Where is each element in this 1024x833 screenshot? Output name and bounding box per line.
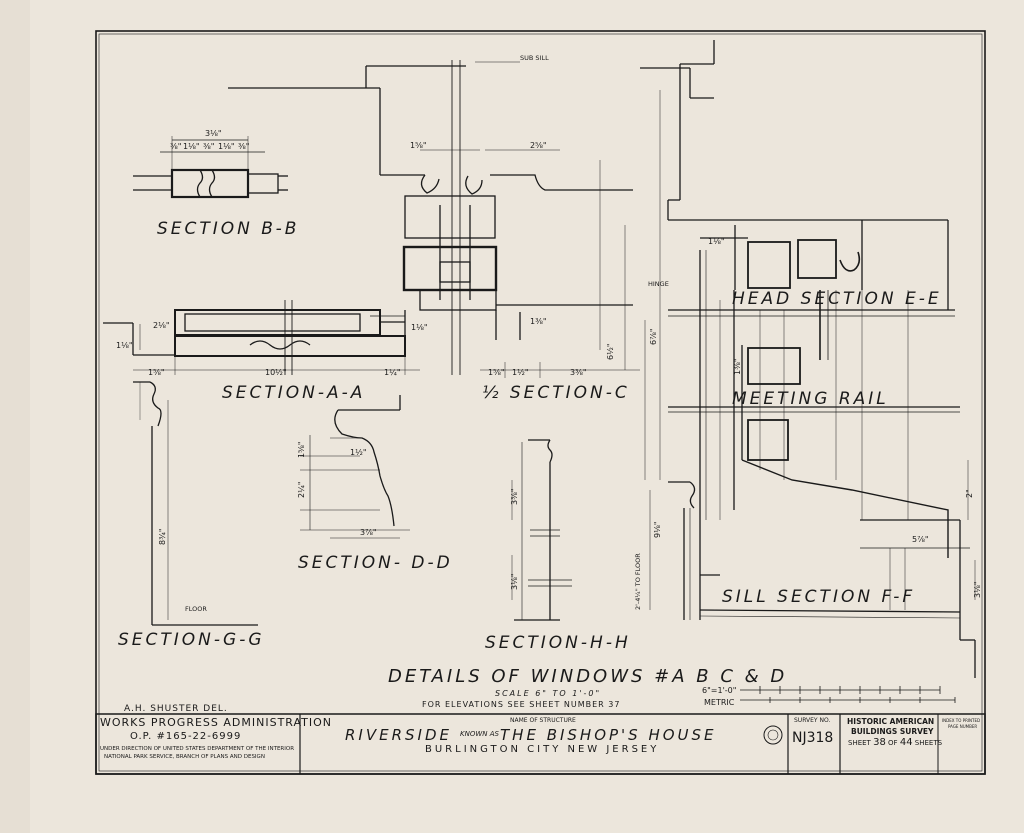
tb-index-1: INDEX TO PRINTED bbox=[942, 718, 980, 723]
to-floor-note: 2'-4¼" TO FLOOR bbox=[634, 553, 642, 610]
dim-aa-d: 1¼" bbox=[384, 368, 401, 377]
drawing-title: DETAILS OF WINDOWS #A B C & D bbox=[388, 666, 787, 687]
hinge-note: HINGE bbox=[648, 280, 669, 288]
dim-ee-b: 6⅞" bbox=[649, 328, 658, 345]
tb-survey-caption: SURVEY NO. bbox=[794, 717, 830, 724]
tb-structure-name-a: RIVERSIDE bbox=[345, 726, 452, 744]
dim-bb-sub-2: 1⅛" bbox=[183, 142, 200, 151]
dim-dd-d: 1⅝" bbox=[297, 441, 306, 458]
dim-aa-e: 1⅛" bbox=[411, 323, 428, 332]
section-gg-drawing bbox=[133, 381, 258, 626]
section-aa-label: SECTION-A-A bbox=[222, 383, 365, 403]
section-ee-label: HEAD SECTION E-E bbox=[732, 289, 942, 309]
section-hh-label: SECTION-H-H bbox=[485, 633, 631, 653]
dim-c-mid: 2⅝" bbox=[530, 141, 547, 150]
dim-dd-c: 2¼" bbox=[297, 481, 306, 498]
dim-c-top: 1⅝" bbox=[410, 141, 427, 150]
tb-structure-caption: NAME OF STRUCTURE bbox=[510, 717, 576, 724]
tb-direction-1: UNDER DIRECTION OF UNITED STATES DEPARTM… bbox=[100, 746, 294, 752]
sub-sill-note: SUB SILL bbox=[520, 54, 549, 62]
meeting-rail-label: MEETING RAIL bbox=[732, 389, 889, 409]
tb-direction-2: NATIONAL PARK SERVICE, BRANCH OF PLANS A… bbox=[104, 754, 265, 760]
tb-sheet-of: OF bbox=[888, 739, 898, 747]
section-c-upper-drawing bbox=[228, 60, 633, 375]
delineator: A.H. SHUSTER DEL. bbox=[124, 704, 228, 714]
dim-bb-sub-4: 1⅛" bbox=[218, 142, 235, 151]
section-hh-drawing bbox=[511, 439, 572, 621]
dim-hh-a: 3⅜" bbox=[510, 488, 519, 505]
dim-dd-b: 3⅞" bbox=[360, 528, 377, 537]
drawing-inner-border bbox=[98, 33, 983, 772]
drawing-scale: SCALE 6" TO 1'-0" bbox=[495, 689, 601, 698]
tb-survey-no: NJ318 bbox=[792, 730, 833, 746]
dim-ff-d: 9⅛" bbox=[653, 521, 662, 538]
dim-ee-a: 1⅛" bbox=[708, 237, 725, 246]
tb-habs-1: HISTORIC AMERICAN bbox=[847, 717, 934, 726]
seal-icon bbox=[763, 725, 783, 745]
dim-ee-c: 1⅜" bbox=[733, 358, 742, 375]
section-gg-label: SECTION-G-G bbox=[118, 630, 265, 650]
dim-ff-c: 3⅛" bbox=[973, 581, 982, 598]
tb-structure-known: KNOWN AS bbox=[460, 730, 500, 738]
section-dd-label: SECTION- D-D bbox=[298, 553, 453, 573]
section-bb-drawing bbox=[133, 136, 288, 199]
tb-sheet-total: 44 bbox=[900, 737, 913, 748]
paper-edge-shading bbox=[0, 0, 30, 833]
scale-metric-label: METRIC bbox=[704, 698, 735, 707]
dim-gg: 8¾" bbox=[158, 528, 167, 545]
tb-sheet-line: SHEET 38 OF 44 SHEETS bbox=[848, 737, 943, 748]
dim-aa-left: 2⅛" bbox=[153, 321, 170, 330]
tb-project-no: O.P. #165-22-6999 bbox=[130, 731, 241, 742]
dim-c-e: 6½" bbox=[606, 343, 615, 360]
section-ff-label: SILL SECTION F-F bbox=[722, 587, 915, 607]
dim-dd-a: 1½" bbox=[350, 448, 367, 457]
title-block: WORKS PROGRESS ADMINISTRATION O.P. #165-… bbox=[95, 713, 986, 775]
dim-bb-top: 3⅛" bbox=[205, 129, 222, 138]
dim-aa-a: 1⅛" bbox=[116, 341, 133, 350]
section-c-lower-drawing bbox=[480, 225, 640, 378]
tb-agency: WORKS PROGRESS ADMINISTRATION bbox=[100, 716, 332, 729]
dim-c-b: 1½" bbox=[512, 368, 529, 377]
dim-c-c: 3⅜" bbox=[570, 368, 587, 377]
tb-sheet-no: 38 bbox=[873, 737, 886, 748]
dim-hh-b: 3⅛" bbox=[510, 573, 519, 590]
section-dd-drawing bbox=[300, 395, 410, 539]
dim-aa-b: 1⅝" bbox=[148, 368, 165, 377]
dim-ff-b: 2" bbox=[965, 489, 974, 498]
dim-ff-a: 5⅞" bbox=[912, 535, 929, 544]
floor-note: FLOOR bbox=[185, 605, 207, 613]
dim-bb-sub-5: ⅜" bbox=[238, 142, 249, 151]
section-ee-ff-drawing bbox=[640, 40, 976, 678]
scale-imperial-label: 6"=1'-0" bbox=[702, 686, 736, 695]
tb-sheet-prefix: SHEET bbox=[848, 739, 872, 747]
graphic-scale: 6"=1'-0" METRIC bbox=[702, 686, 956, 707]
tb-location: BURLINGTON CITY NEW JERSEY bbox=[425, 744, 659, 755]
elevations-note: FOR ELEVATIONS SEE SHEET NUMBER 37 bbox=[422, 700, 620, 709]
tb-sheet-suffix: SHEETS bbox=[915, 739, 943, 747]
section-aa-drawing bbox=[103, 300, 420, 375]
tb-structure-name-b: THE BISHOP'S HOUSE bbox=[500, 726, 717, 744]
seal-inner-icon bbox=[767, 729, 779, 741]
dim-c-d: 1⅜" bbox=[530, 317, 547, 326]
dim-c-a: 1⅝" bbox=[488, 368, 505, 377]
tb-habs-2: BUILDINGS SURVEY bbox=[851, 727, 934, 736]
dim-bb-sub-1: ⅜" bbox=[170, 142, 181, 151]
section-bb-label: SECTION B-B bbox=[157, 219, 299, 239]
section-c-label: ½ SECTION-C bbox=[482, 383, 630, 403]
tb-index-2: PAGE NUMBER bbox=[948, 724, 977, 729]
dim-aa-c: 10½" bbox=[265, 368, 287, 377]
dim-bb-sub-3: ⅜" bbox=[203, 142, 214, 151]
